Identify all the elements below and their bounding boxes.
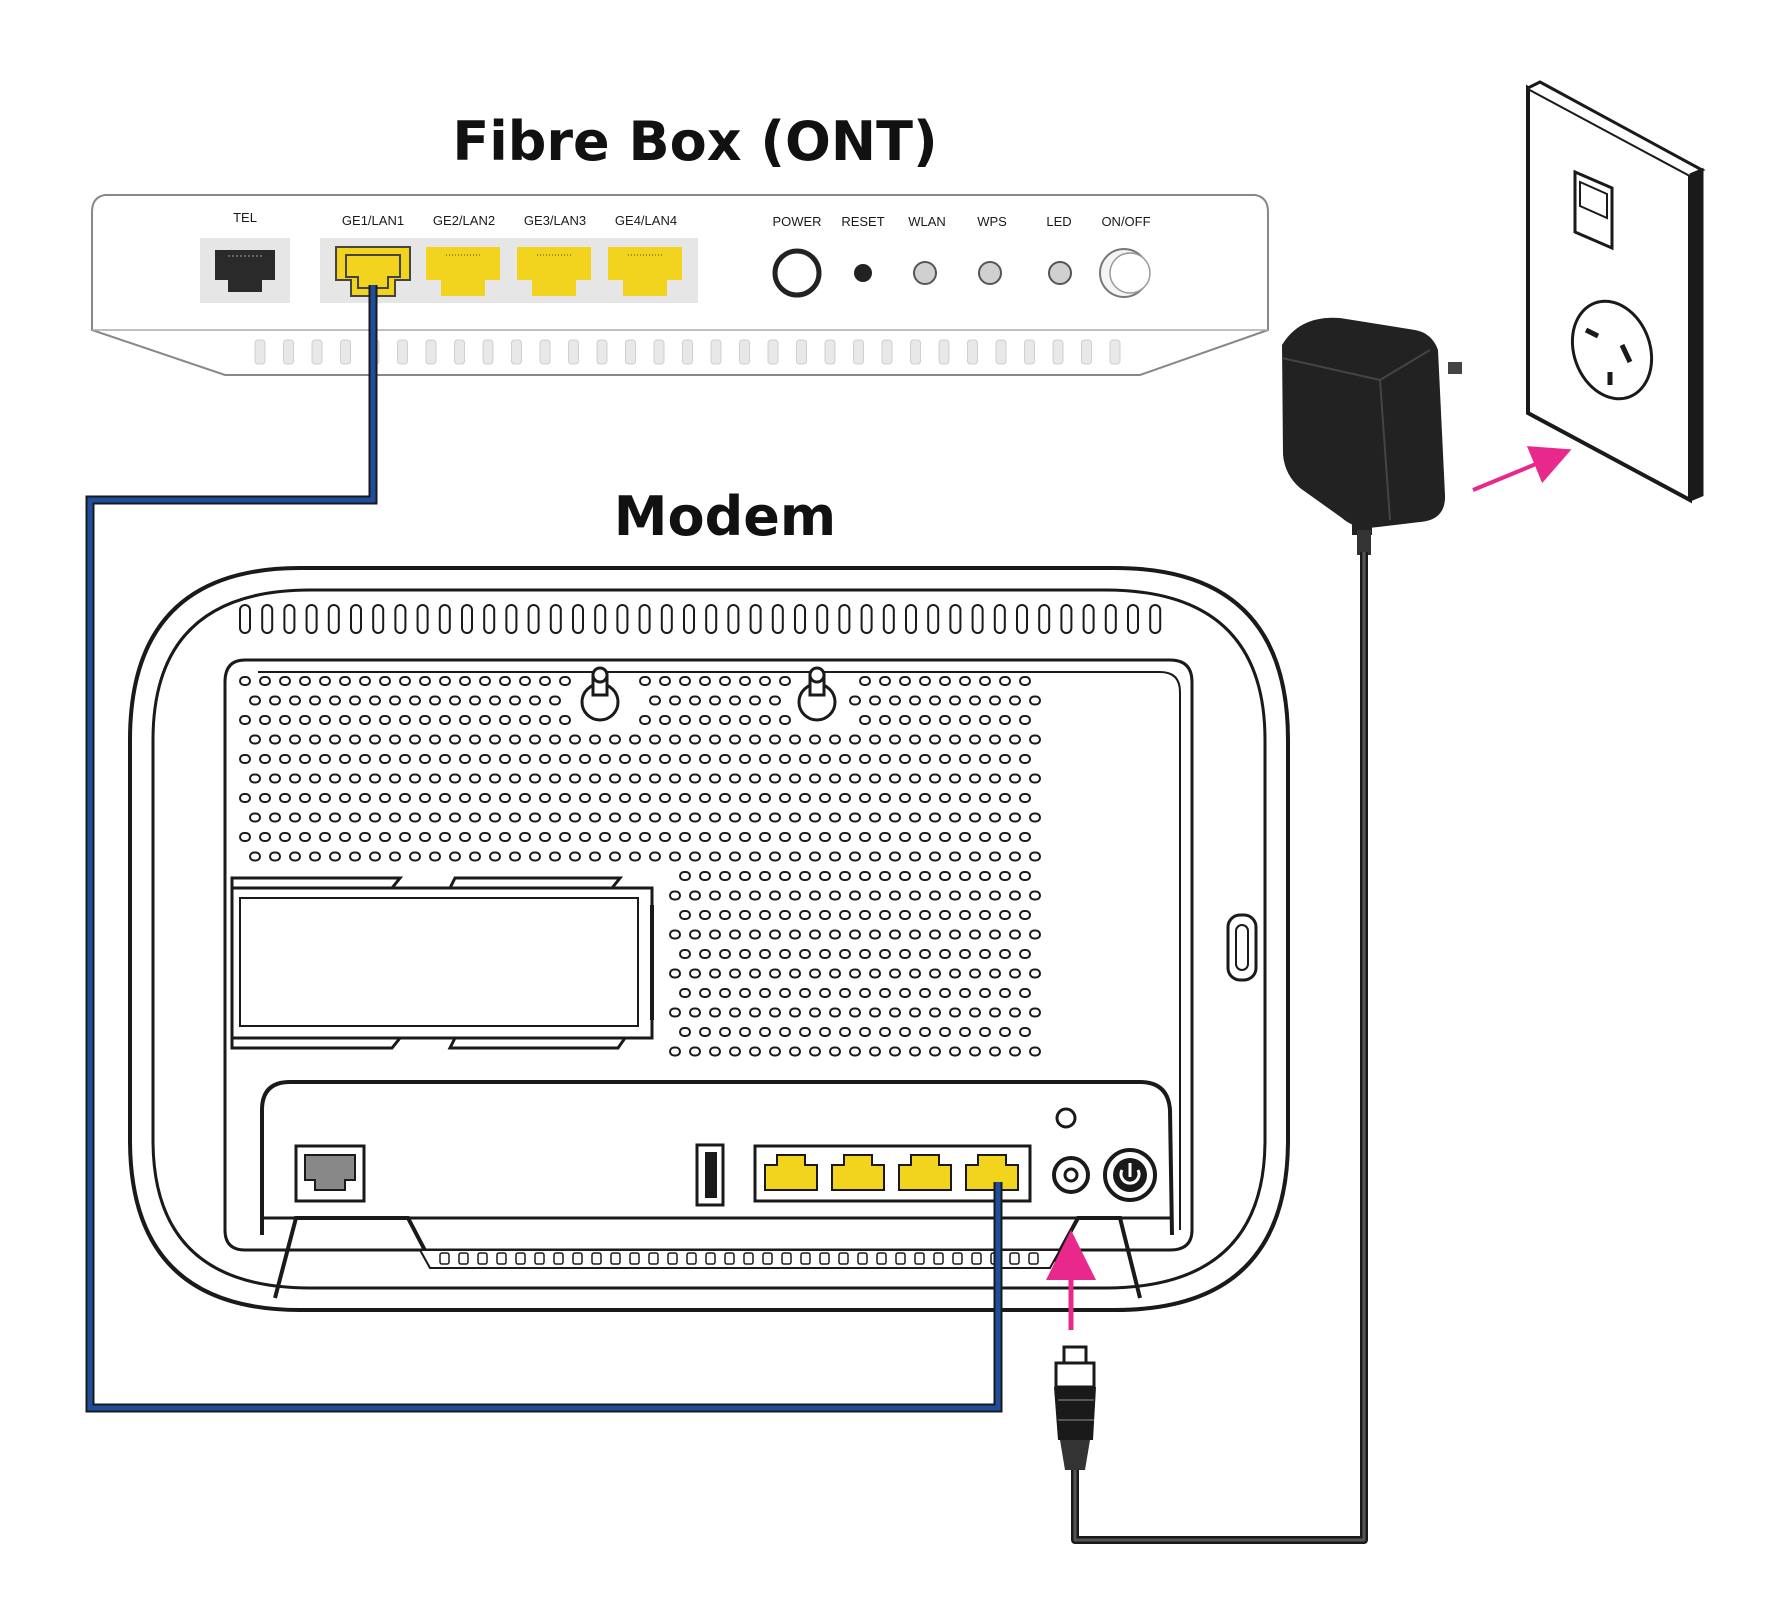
arrow-icon xyxy=(1472,446,1572,492)
led-indicator-icon xyxy=(1048,261,1072,285)
wlan-label: WLAN xyxy=(908,214,946,229)
onoff-label: ON/OFF xyxy=(1101,214,1150,229)
ethernet-port-icon xyxy=(831,1154,885,1191)
dc-plug-icon xyxy=(1054,1345,1096,1470)
power-adapter-icon xyxy=(1281,317,1462,555)
wps-label: WPS xyxy=(977,214,1007,229)
ethernet-cable xyxy=(85,285,1003,1413)
ethernet-port-icon xyxy=(608,247,682,296)
modem-bottom-vents xyxy=(439,1252,1039,1265)
ethernet-port-icon xyxy=(426,247,500,296)
ont-title: Fibre Box (ONT) xyxy=(452,110,937,173)
ethernet-port-icon xyxy=(335,246,411,297)
phone-port-icon xyxy=(215,250,275,292)
ont-device: TEL GE1/LAN1 GE2/LAN2 GE3/LAN3 GE4/LAN4 … xyxy=(91,194,1269,376)
tel-port-label: TEL xyxy=(233,210,257,225)
modem-title: Modem xyxy=(614,485,836,548)
usb-port-icon xyxy=(695,1143,725,1207)
power-button-icon xyxy=(772,248,822,298)
reset-button-icon xyxy=(854,264,872,282)
keyhole-mount-icon xyxy=(797,666,837,722)
power-cable xyxy=(1071,552,1368,1544)
power-button-icon xyxy=(1103,1148,1157,1202)
wlan-indicator-icon xyxy=(913,261,937,285)
lan4-port-label: GE4/LAN4 xyxy=(615,213,677,228)
modem-top-vents xyxy=(239,604,1162,634)
keyhole-mount-icon xyxy=(580,666,620,722)
lan2-port-label: GE2/LAN2 xyxy=(433,213,495,228)
phone-port-icon xyxy=(294,1144,366,1203)
wps-indicator-icon xyxy=(978,261,1002,285)
lan1-port-label: GE1/LAN1 xyxy=(342,213,404,228)
modem-vent-holes xyxy=(239,676,1041,1057)
modem-device xyxy=(128,566,1290,1312)
dc-power-jack-icon xyxy=(1052,1156,1090,1194)
ethernet-port-icon xyxy=(898,1154,952,1191)
reset-label: RESET xyxy=(841,214,884,229)
ethernet-port-icon xyxy=(965,1154,1019,1191)
ethernet-port-icon xyxy=(517,247,591,296)
lan3-port-label: GE3/LAN3 xyxy=(524,213,586,228)
ethernet-port-icon xyxy=(764,1154,818,1191)
reset-pinhole-icon xyxy=(1055,1107,1077,1129)
label-plate xyxy=(230,876,654,1050)
led-label: LED xyxy=(1046,214,1071,229)
power-label: POWER xyxy=(772,214,821,229)
wall-socket-icon xyxy=(1526,80,1706,504)
